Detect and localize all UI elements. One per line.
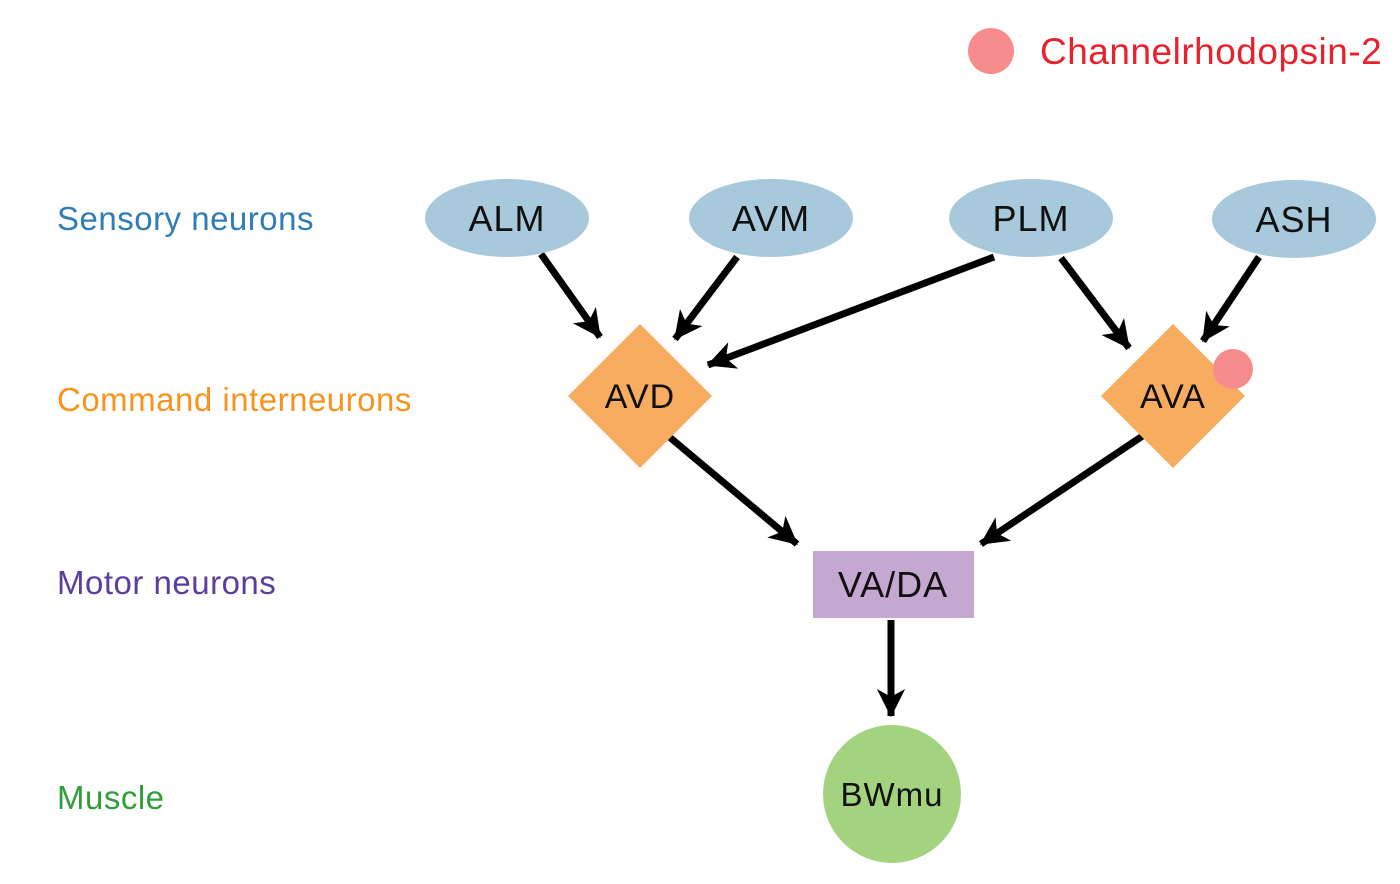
edge-ash-to-ava-arrow xyxy=(1200,255,1262,343)
legend-marker-dot-icon xyxy=(968,28,1014,74)
node-vada-shape xyxy=(813,551,974,618)
edge-plm-to-avd-arrow xyxy=(706,253,996,369)
legend-label: Channelrhodopsin-2 xyxy=(1040,31,1382,72)
node-plm-label: PLM xyxy=(992,198,1069,239)
node-alm: ALM xyxy=(425,179,589,257)
node-avd: AVD xyxy=(568,324,712,468)
edge-avd-to-vada-arrow xyxy=(664,432,800,547)
node-bwmu-label: BWmu xyxy=(841,776,944,813)
node-plm-shape xyxy=(949,179,1113,257)
node-avm-label: AVM xyxy=(732,198,810,239)
channelrhodopsin-dot-icon xyxy=(1213,349,1253,389)
node-alm-shape xyxy=(425,179,589,257)
node-bwmu-shape xyxy=(823,725,961,863)
edge-avm-to-avd-arrow xyxy=(672,254,740,342)
row-label-command-interneurons: Command interneurons xyxy=(57,381,412,418)
edge-ava-to-vada-arrow xyxy=(979,432,1146,547)
node-bwmu: BWmu xyxy=(823,725,961,863)
node-ash: ASH xyxy=(1212,180,1376,258)
node-avd-shape xyxy=(568,324,712,468)
node-plm: PLM xyxy=(949,179,1113,257)
row-label-motor-neurons: Motor neurons xyxy=(57,564,276,601)
node-avd-label: AVD xyxy=(605,378,675,416)
row-label-sensory-neurons: Sensory neurons xyxy=(57,200,314,237)
node-ava-shape xyxy=(1101,324,1245,468)
node-ava: AVA xyxy=(1101,324,1253,468)
row-label-muscle: Muscle xyxy=(57,779,165,816)
node-ava-label: AVA xyxy=(1140,378,1206,416)
node-vada: VA/DA xyxy=(813,551,974,618)
edge-plm-to-ava-arrow xyxy=(1058,255,1132,351)
node-avm-shape xyxy=(689,179,853,257)
legend: Channelrhodopsin-2 xyxy=(968,28,1382,74)
node-ash-label: ASH xyxy=(1255,199,1332,240)
node-avm: AVM xyxy=(689,179,853,257)
edge-alm-to-avd-arrow xyxy=(538,251,603,340)
node-alm-label: ALM xyxy=(468,198,545,239)
node-ash-shape xyxy=(1212,180,1376,258)
node-vada-label: VA/DA xyxy=(838,564,948,605)
